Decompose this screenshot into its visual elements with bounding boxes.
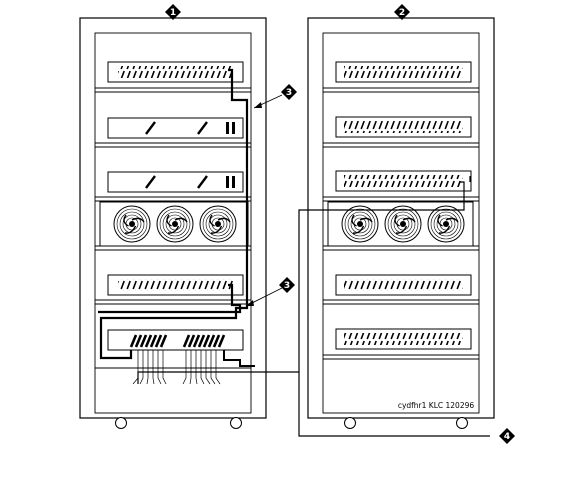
cable-callout-4-line [298,372,490,437]
callout-3-lower: 3 [279,277,295,293]
inter-cabinet-cable [137,181,465,384]
cable-upper [99,68,249,360]
callout-1-label: 1 [170,8,176,18]
cable-lower [98,283,242,314]
cabinet-right-inner [322,32,480,414]
vent-panel [335,328,472,350]
callout-4-label: 4 [504,432,510,442]
vent-panel [335,116,472,138]
wheel [456,417,468,429]
connector-panel [107,329,244,385]
fan-tray [99,201,249,247]
cabinet-right [307,17,495,429]
figure-caption: cydfhr1 KLC 120296 [398,401,475,410]
vent-panel [107,274,244,296]
callout-4: 4 [499,428,515,444]
cable-right-stub [223,350,255,367]
wheel [344,417,356,429]
fan-tray [327,201,474,247]
vent-panel [335,61,472,83]
callout-2: 2 [394,4,410,20]
cabinet-left [79,17,267,429]
callout-2-label: 2 [399,8,405,18]
cables [98,68,490,437]
vent-panel [107,61,244,83]
callout-1: 1 [165,4,181,20]
power-supply-panel [107,117,244,139]
cabinet-left-inner [94,32,252,414]
callout-3-upper: 3 [281,84,297,100]
wheel [115,417,127,429]
callout-3-lower-label: 3 [284,281,290,291]
power-supply-panel [107,171,244,193]
vent-panel [335,170,472,192]
vent-panel [335,274,472,296]
arrow-head [254,102,262,108]
callout-3-upper-label: 3 [286,88,292,98]
arrow-head [246,300,254,306]
wheel [230,417,242,429]
